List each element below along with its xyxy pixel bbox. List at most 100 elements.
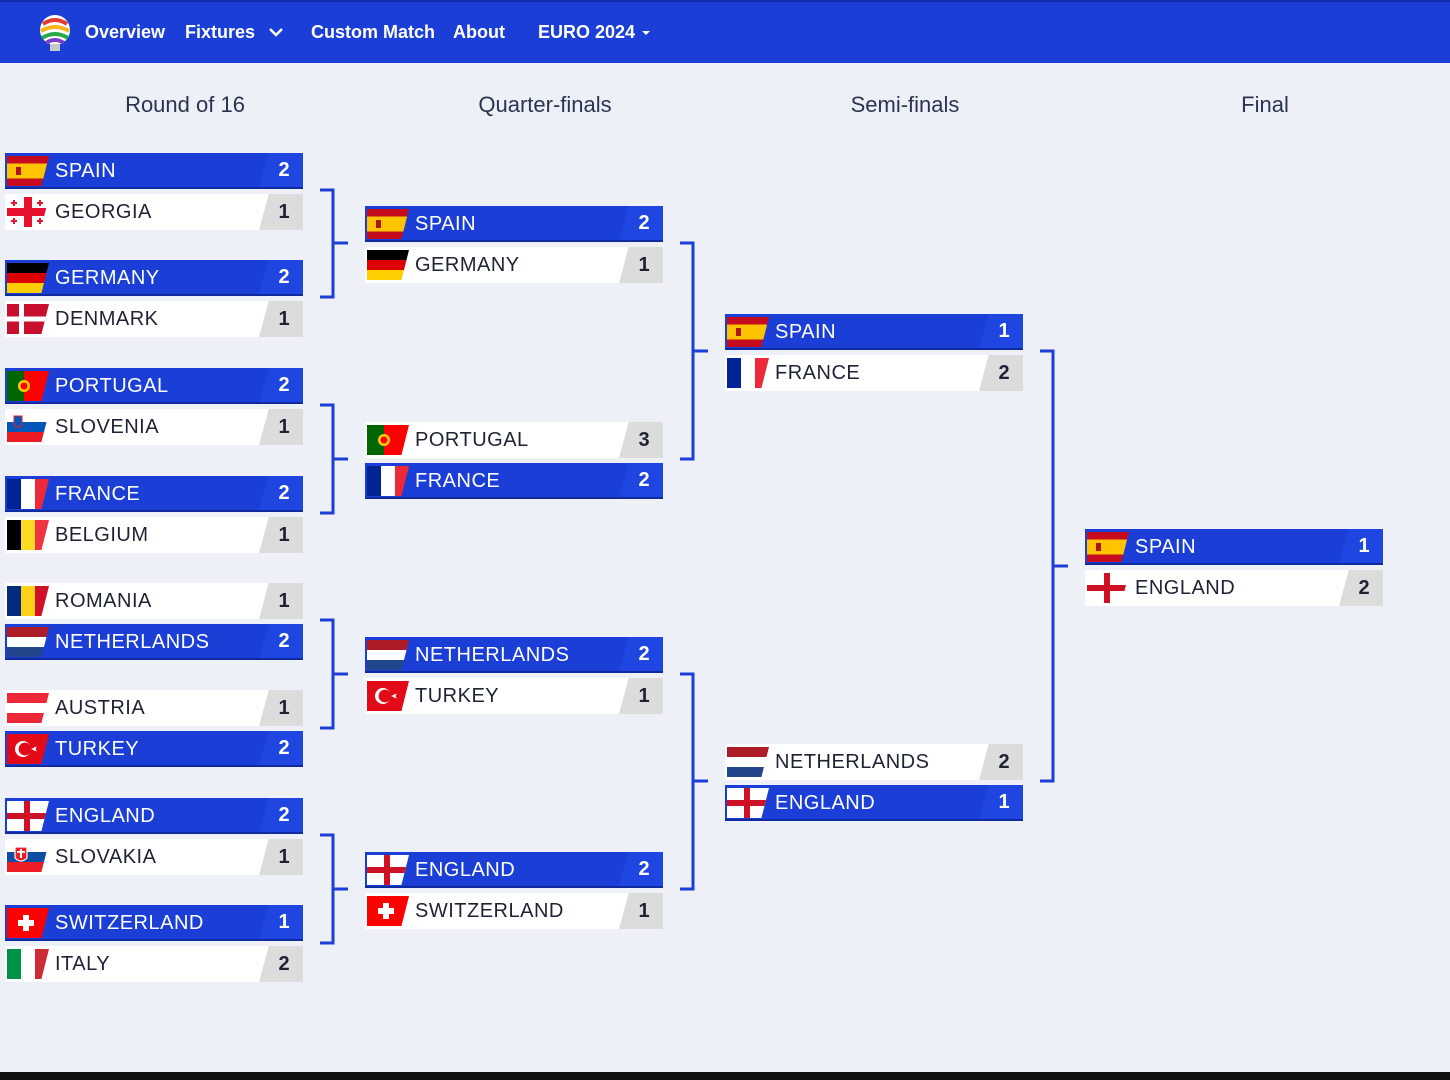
- netherlands-flag-icon: [367, 640, 409, 670]
- team-name: GERMANY: [55, 267, 160, 289]
- switzerland-flag-icon: [367, 896, 409, 926]
- team-score: 2: [979, 355, 1023, 391]
- tournament-caret-down-icon[interactable]: [641, 30, 651, 36]
- spain-flag-icon: [367, 209, 409, 239]
- team-name: TURKEY: [55, 738, 140, 760]
- team-score: 2: [259, 476, 303, 510]
- team-name: TURKEY: [415, 685, 500, 707]
- slovenia-flag-icon: [7, 412, 49, 442]
- team-name: ENGLAND: [1135, 577, 1236, 599]
- nav-fixtures-link[interactable]: Fixtures: [185, 22, 256, 42]
- team-row-slovenia[interactable]: SLOVENIA 1: [5, 409, 303, 445]
- team-name: PORTUGAL: [55, 375, 169, 397]
- nav-tournament-dropdown[interactable]: EURO 2024: [538, 22, 636, 42]
- team-name: SPAIN: [415, 213, 477, 235]
- team-score: 2: [619, 637, 663, 671]
- england-flag-icon: [7, 801, 49, 831]
- team-score: 2: [619, 206, 663, 240]
- team-row-germany[interactable]: GERMANY 2: [5, 260, 303, 296]
- team-row-denmark[interactable]: DENMARK 1: [5, 301, 303, 337]
- team-name: SWITZERLAND: [415, 900, 564, 922]
- team-name: SLOVAKIA: [55, 846, 157, 868]
- england-flag-icon: [367, 855, 409, 885]
- team-score: 2: [259, 368, 303, 402]
- germany-flag-icon: [367, 250, 409, 280]
- team-row-turkey[interactable]: TURKEY 1: [365, 678, 663, 714]
- team-score: 2: [259, 260, 303, 294]
- top-navbar: Overview Fixtures Custom Match About EUR…: [0, 0, 1450, 63]
- team-score: 1: [1339, 529, 1383, 563]
- turkey-flag-icon: [367, 681, 409, 711]
- nav-overview-link[interactable]: Overview: [85, 22, 166, 42]
- team-score: 1: [619, 678, 663, 714]
- team-name: SLOVENIA: [55, 416, 160, 438]
- england-flag-icon: [727, 788, 769, 818]
- romania-flag-icon: [7, 586, 49, 616]
- team-name: AUSTRIA: [55, 697, 146, 719]
- france-flag-icon: [727, 358, 769, 388]
- team-score: 1: [619, 893, 663, 929]
- team-row-austria[interactable]: AUSTRIA 1: [5, 690, 303, 726]
- team-row-slovakia[interactable]: SLOVAKIA 1: [5, 839, 303, 875]
- team-score: 1: [259, 301, 303, 337]
- team-row-spain[interactable]: SPAIN 2: [365, 206, 663, 242]
- euro-trophy-logo-icon[interactable]: [38, 14, 72, 52]
- belgium-flag-icon: [7, 520, 49, 550]
- nav-custom-match-link[interactable]: Custom Match: [311, 22, 436, 42]
- denmark-flag-icon: [7, 304, 49, 334]
- austria-flag-icon: [7, 693, 49, 723]
- team-score: 1: [259, 839, 303, 875]
- portugal-flag-icon: [367, 425, 409, 455]
- team-name: BELGIUM: [55, 524, 149, 546]
- team-score: 1: [259, 690, 303, 726]
- team-score: 1: [259, 409, 303, 445]
- england-flag-icon: [1087, 573, 1129, 603]
- team-name: SPAIN: [55, 160, 117, 182]
- france-flag-icon: [7, 479, 49, 509]
- turkey-flag-icon: [7, 734, 49, 764]
- switzerland-flag-icon: [7, 908, 49, 938]
- team-score: 2: [259, 798, 303, 832]
- spain-flag-icon: [7, 156, 49, 186]
- team-score: 1: [619, 247, 663, 283]
- team-name: GEORGIA: [55, 201, 152, 223]
- team-row-georgia[interactable]: GEORGIA 1: [5, 194, 303, 230]
- team-score: 1: [979, 314, 1023, 348]
- georgia-flag-icon: [7, 197, 49, 227]
- team-name: DENMARK: [55, 308, 159, 330]
- team-score: 2: [259, 624, 303, 658]
- team-score: 3: [619, 422, 663, 458]
- round-title-semi-finals: Semi-finals: [850, 92, 960, 117]
- nav-about-link[interactable]: About: [453, 22, 505, 42]
- team-score: 1: [979, 785, 1023, 819]
- fixtures-chevron-down-icon[interactable]: [268, 26, 284, 38]
- team-row-switzerland[interactable]: SWITZERLAND 1: [365, 893, 663, 929]
- team-score: 1: [259, 194, 303, 230]
- team-name: FRANCE: [415, 470, 501, 492]
- team-name: NETHERLANDS: [775, 751, 930, 773]
- team-row-portugal[interactable]: PORTUGAL 2: [5, 368, 303, 404]
- round-title-quarter-finals: Quarter-finals: [478, 92, 612, 117]
- team-score: 2: [259, 946, 303, 982]
- germany-flag-icon: [7, 263, 49, 293]
